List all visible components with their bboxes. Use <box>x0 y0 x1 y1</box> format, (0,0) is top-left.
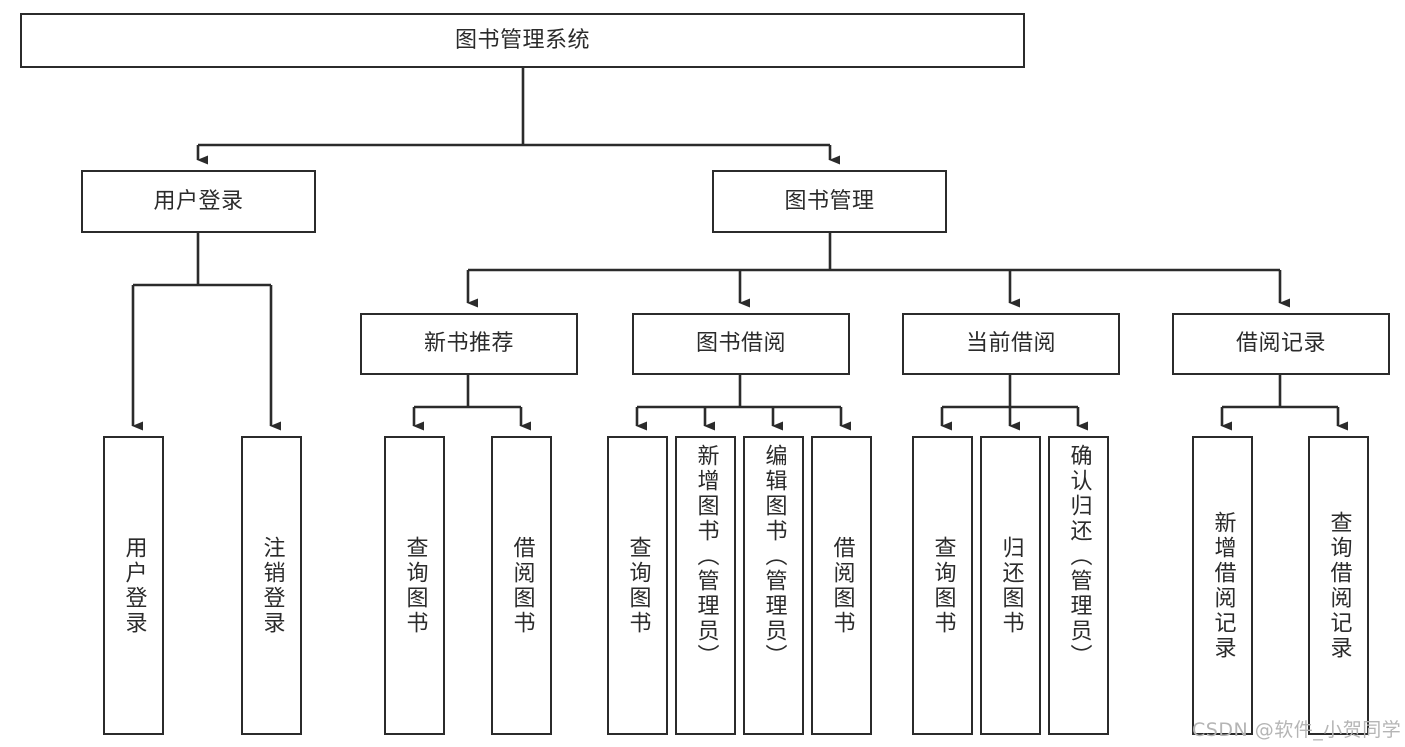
node-leaf-borrow-book[interactable]: 借阅图书 <box>811 436 872 735</box>
node-book-management[interactable]: 图书管理 <box>712 170 947 233</box>
node-leaf-query-book-recommend[interactable]: 查询图书 <box>384 436 445 735</box>
node-leaf-return-book[interactable]: 归还图书 <box>980 436 1041 735</box>
node-label: 借阅图书 <box>509 535 535 636</box>
node-label: 新增图书（管理员） <box>693 444 719 669</box>
node-label: 新书推荐 <box>423 331 514 357</box>
node-label: 归还图书 <box>998 535 1024 636</box>
node-label: 注销登录 <box>259 535 285 636</box>
node-new-book-recommend[interactable]: 新书推荐 <box>360 313 578 375</box>
node-label: 查询图书 <box>402 535 428 636</box>
node-label: 查询图书 <box>930 535 956 636</box>
node-label: 图书管理系统 <box>454 27 590 53</box>
node-user-login[interactable]: 用户登录 <box>81 170 316 233</box>
node-leaf-user-login[interactable]: 用户登录 <box>103 436 164 735</box>
watermark-text: CSDN @软件_小贺同学 <box>1192 719 1402 741</box>
node-root-system[interactable]: 图书管理系统 <box>20 13 1025 68</box>
node-label: 借阅记录 <box>1235 331 1326 357</box>
node-leaf-borrow-book-recommend[interactable]: 借阅图书 <box>491 436 552 735</box>
node-leaf-query-book-current[interactable]: 查询图书 <box>912 436 973 735</box>
node-leaf-logout[interactable]: 注销登录 <box>241 436 302 735</box>
node-leaf-query-borrow-record[interactable]: 查询借阅记录 <box>1308 436 1369 735</box>
node-label: 新增借阅记录 <box>1210 510 1236 661</box>
node-book-borrow[interactable]: 图书借阅 <box>632 313 850 375</box>
node-label: 查询借阅记录 <box>1326 510 1352 661</box>
node-label: 图书借阅 <box>695 331 786 357</box>
node-label: 当前借阅 <box>965 331 1056 357</box>
node-label: 用户登录 <box>153 188 244 214</box>
node-leaf-add-borrow-record[interactable]: 新增借阅记录 <box>1192 436 1253 735</box>
node-label: 确认归还（管理员） <box>1066 444 1092 669</box>
node-label: 借阅图书 <box>829 535 855 636</box>
node-label: 图书管理 <box>784 188 875 214</box>
node-label: 查询图书 <box>625 535 651 636</box>
node-label: 用户登录 <box>121 535 147 636</box>
node-current-borrow[interactable]: 当前借阅 <box>902 313 1120 375</box>
node-borrow-record[interactable]: 借阅记录 <box>1172 313 1390 375</box>
node-leaf-query-book-borrow[interactable]: 查询图书 <box>607 436 668 735</box>
node-leaf-edit-book[interactable]: 编辑图书（管理员） <box>743 436 804 735</box>
node-leaf-add-book[interactable]: 新增图书（管理员） <box>675 436 736 735</box>
node-leaf-confirm-return[interactable]: 确认归还（管理员） <box>1048 436 1109 735</box>
node-label: 编辑图书（管理员） <box>761 444 787 669</box>
